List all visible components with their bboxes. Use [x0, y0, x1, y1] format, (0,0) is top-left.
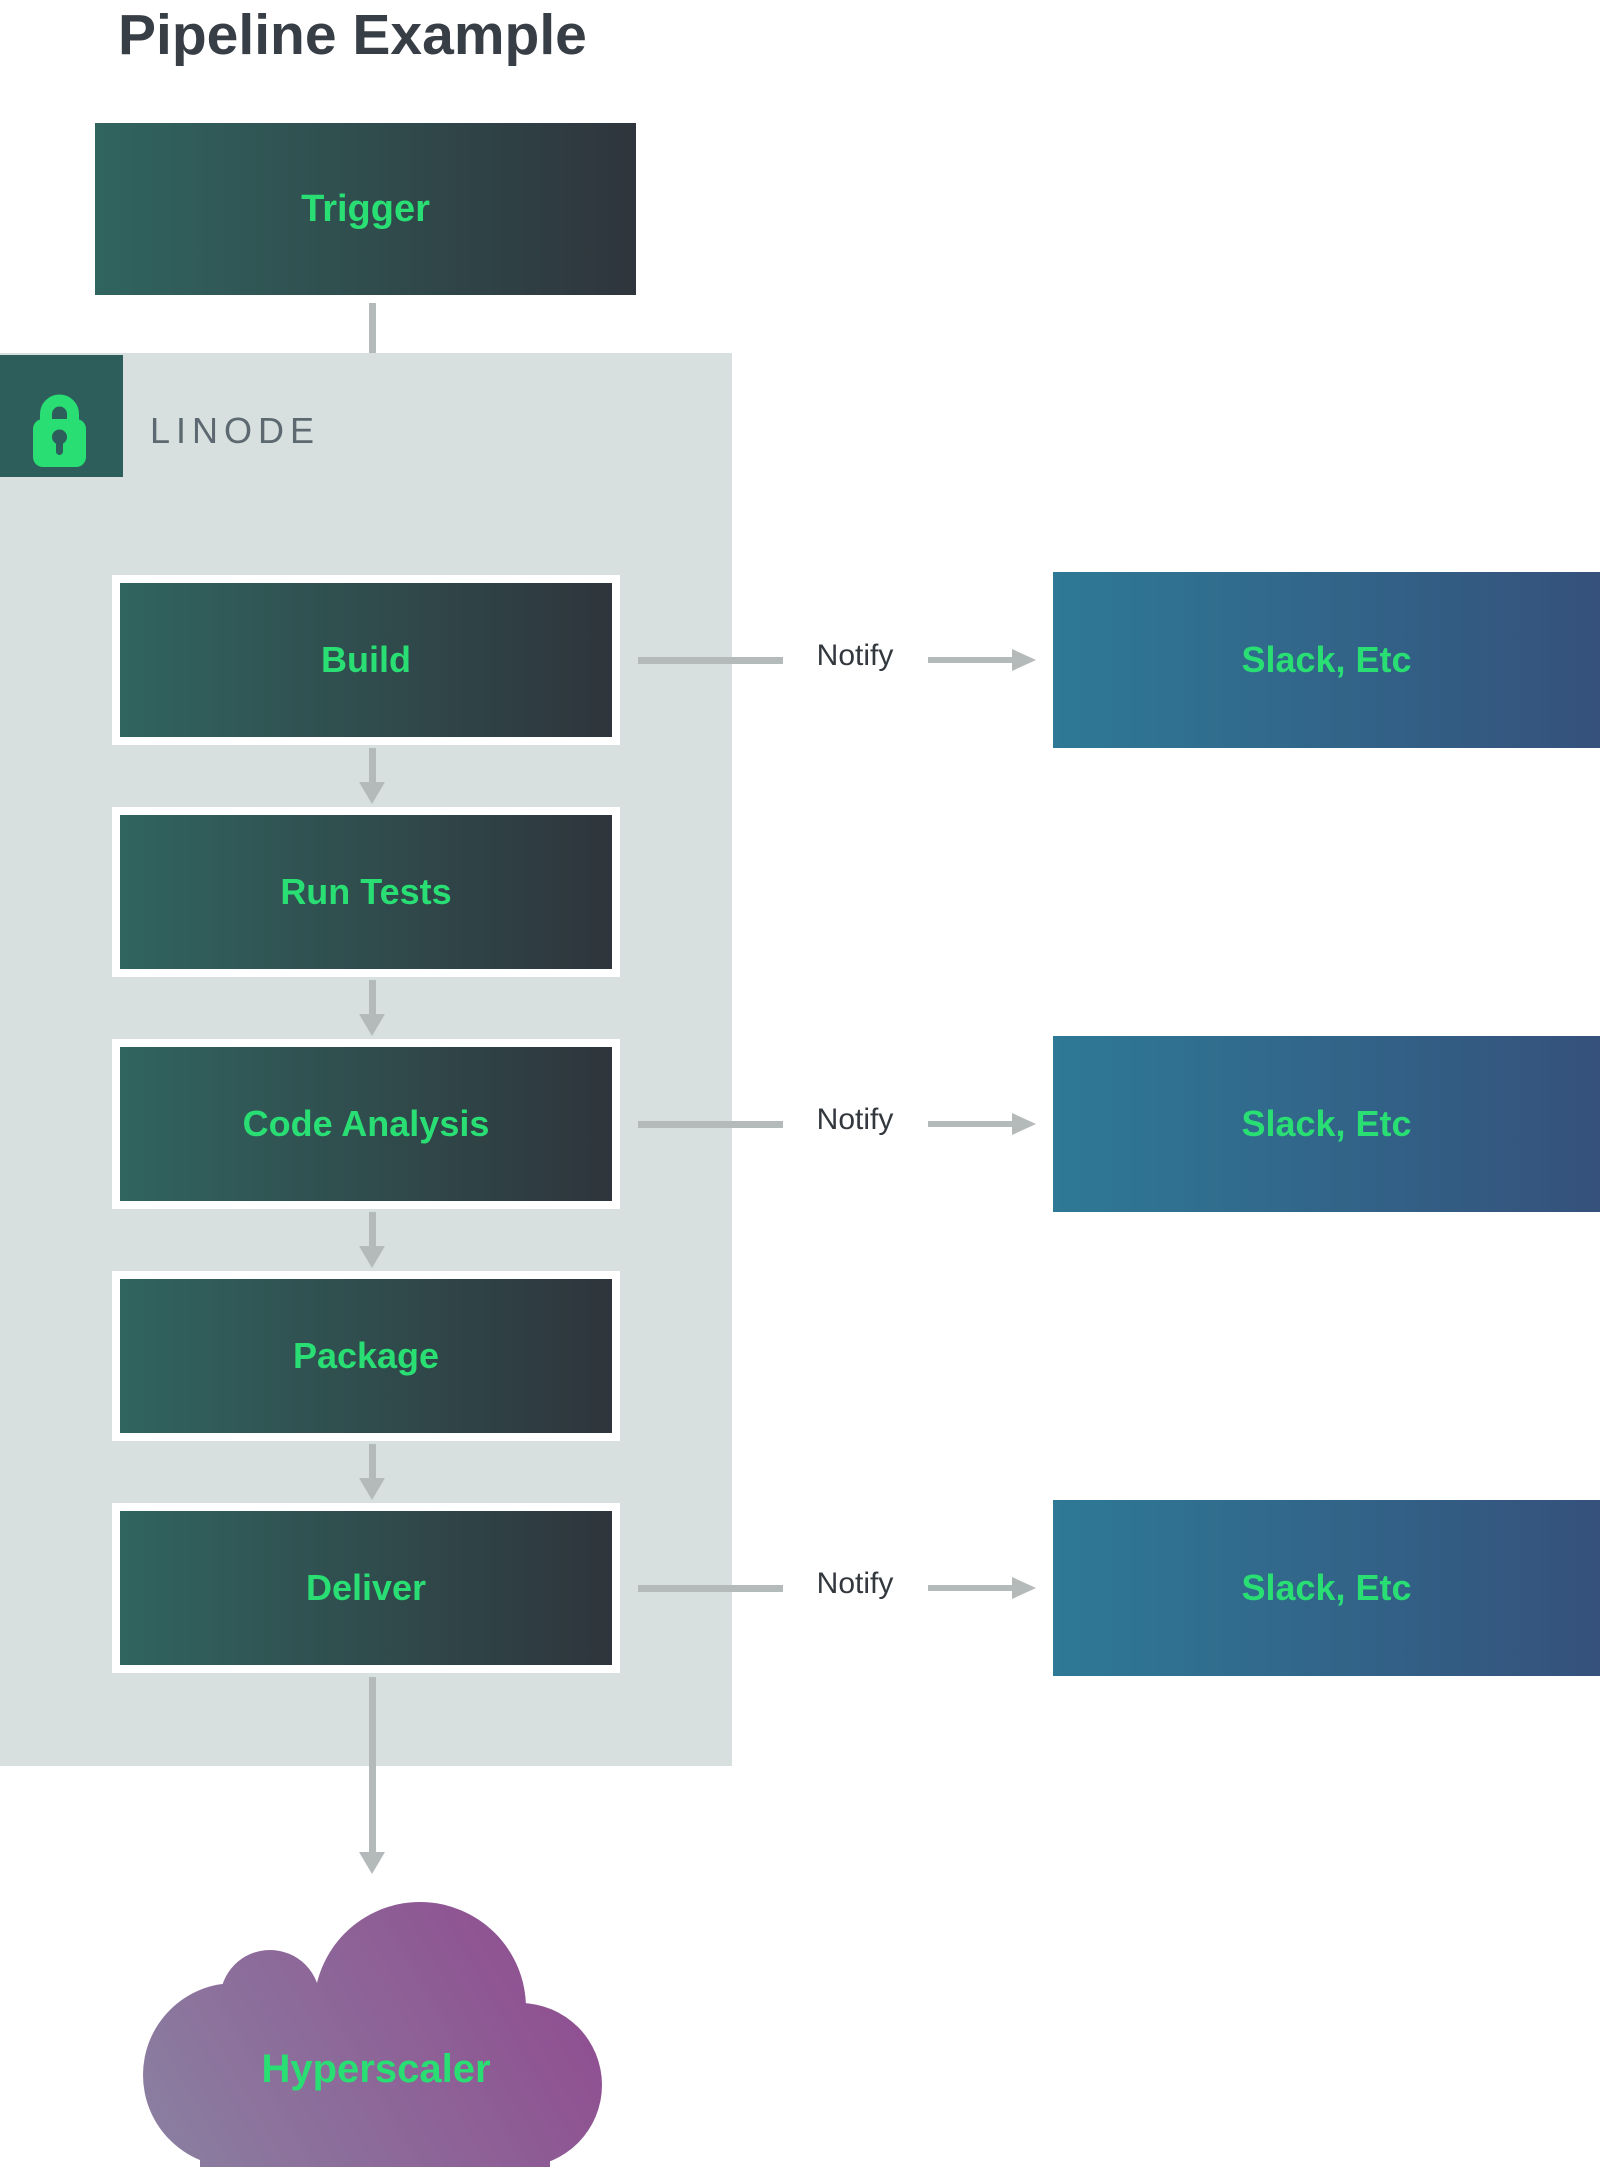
notify-arrow-line-3	[928, 1585, 1012, 1591]
build-notify-connector-line	[638, 657, 783, 664]
cloud-label: Hyperscaler	[261, 2047, 490, 2091]
stage-label-build: Build	[321, 639, 411, 680]
stage-node-package: Package	[112, 1271, 620, 1441]
stage-label-deliver: Deliver	[305, 1567, 427, 1608]
notify-label-3: Notify	[816, 1567, 894, 1600]
notify-arrow-line-2	[928, 1121, 1012, 1127]
deliver-notify-connector-line	[638, 1585, 783, 1592]
package-to-deliver-arrow-head	[359, 1478, 385, 1500]
lock-icon	[0, 394, 123, 481]
stage-node-deliver: Deliver	[112, 1503, 620, 1673]
stage-label-code-analysis: Code Analysis	[242, 1103, 490, 1144]
run-tests-to-code-analysis-arrow-head	[359, 1014, 385, 1036]
lock-badge	[0, 355, 123, 477]
notify-arrow-line-1	[928, 657, 1012, 663]
slack-node-3: Slack, Etc	[1053, 1500, 1600, 1676]
stage-node-build: Build	[112, 575, 620, 745]
slack-label-3: Slack, Etc	[1241, 1567, 1412, 1608]
slack-label-2: Slack, Etc	[1241, 1103, 1412, 1144]
package-to-deliver-arrow-line	[369, 1444, 376, 1478]
trigger-node: Trigger	[95, 123, 636, 295]
slack-node-1: Slack, Etc	[1053, 572, 1600, 748]
notify-arrow-head-2	[1012, 1113, 1036, 1135]
deliver-to-cloud-arrow-head	[359, 1852, 385, 1874]
notify-label-2: Notify	[816, 1103, 894, 1136]
stage-node-run-tests: Run Tests	[112, 807, 620, 977]
slack-label-1: Slack, Etc	[1241, 639, 1412, 680]
hyperscaler-cloud: Hyperscaler	[130, 1890, 610, 2177]
linode-zone-label: LINODE	[150, 410, 321, 451]
cloud-shape	[143, 1902, 602, 2167]
notify-arrow-head-1	[1012, 649, 1036, 671]
code-analysis-to-package-arrow-line	[369, 1212, 376, 1246]
slack-node-2: Slack, Etc	[1053, 1036, 1600, 1212]
stage-label-package: Package	[292, 1335, 440, 1376]
build-to-run-tests-arrow-line	[369, 748, 376, 782]
notify-label-1: Notify	[816, 639, 894, 672]
build-to-run-tests-arrow-head	[359, 782, 385, 804]
trigger-label: Trigger	[301, 187, 430, 230]
stage-label-run-tests: Run Tests	[280, 871, 452, 912]
page-title: Pipeline Example	[118, 3, 587, 67]
run-tests-to-code-analysis-arrow-line	[369, 980, 376, 1014]
stage-node-code-analysis: Code Analysis	[112, 1039, 620, 1209]
code-analysis-notify-connector-line	[638, 1121, 783, 1128]
notify-arrow-head-3	[1012, 1577, 1036, 1599]
deliver-to-cloud-arrow-line	[369, 1677, 376, 1852]
code-analysis-to-package-arrow-head	[359, 1246, 385, 1268]
